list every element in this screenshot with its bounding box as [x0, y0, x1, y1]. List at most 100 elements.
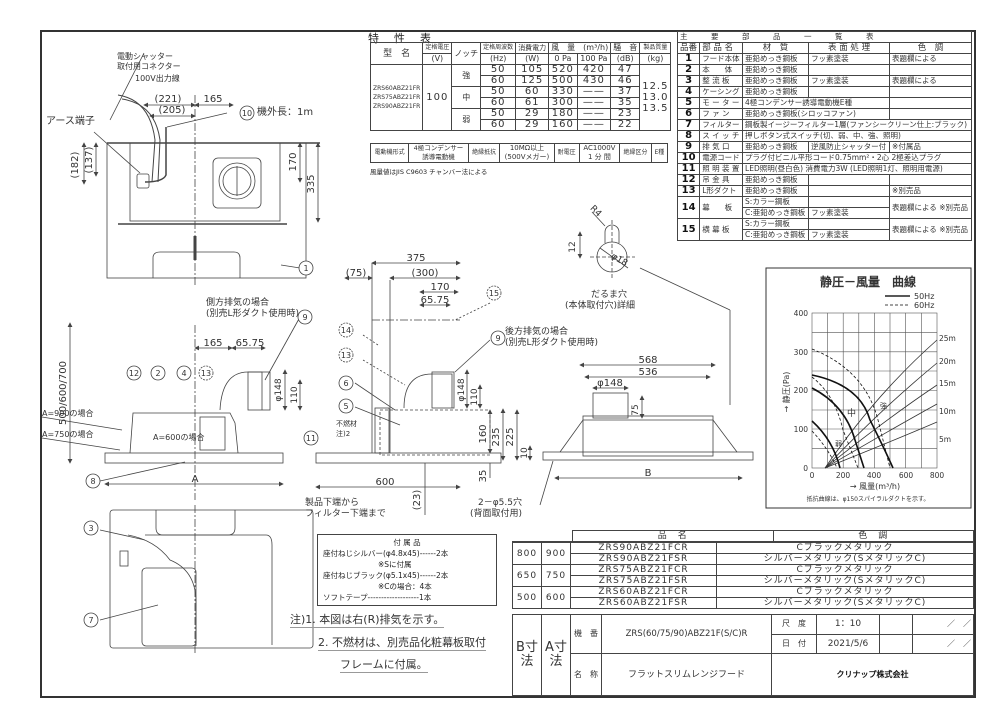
label-a750: A=750の場合 — [42, 429, 93, 439]
product-color: シルバーメタリック(SメタリックC) — [715, 575, 975, 587]
parts-table: 主 要 部 品 一 覧 表 品番 部 品 名 材 質 表 面 処 理 色 調 1… — [676, 31, 972, 241]
accessories-title: 付 属 品 — [393, 538, 421, 547]
callout-2: 2 — [155, 369, 160, 378]
model-row: 800 900 ZRS90ABZ21FCR Cブラックメタリック — [512, 542, 975, 565]
withstand-label: 耐電圧 — [553, 143, 580, 163]
airflow-value: 160 — [548, 119, 578, 131]
label-filter-distance: 製品下端から — [305, 496, 359, 508]
top-view-body — [106, 142, 307, 279]
product-color: Cブラックメタリック — [715, 564, 975, 576]
label-mount-holes-2: (背面取付用) — [470, 507, 522, 519]
name-label: 名 称 — [570, 653, 602, 696]
callout-10: 10 — [242, 109, 252, 118]
xtick: 400 — [867, 471, 882, 480]
dim-300: (300) — [412, 268, 439, 279]
label-earth-terminal: アース端子 — [46, 114, 95, 127]
dim-110-front: 110 — [290, 386, 300, 403]
motor-label: 電動機形式 — [369, 143, 410, 163]
dim-23: (23) — [412, 490, 423, 511]
col-color-tone: 色 調 — [772, 530, 974, 542]
label-a900: A=900の場合 — [42, 408, 93, 418]
dim-75-rear: 75 — [631, 404, 641, 415]
model-name: ZRS75ABZ21FR — [373, 94, 421, 101]
product-name: ZRS75ABZ21FSR — [570, 575, 717, 587]
label-side-exhaust: 側方排気の場合 — [206, 296, 269, 308]
weight-value: 13.0 — [642, 92, 669, 103]
callout-15: 15 — [489, 289, 499, 298]
label-a600: A=600の場合 — [153, 432, 204, 442]
spec-table-title: 特 性 表 — [368, 32, 433, 45]
front-view-hood — [104, 452, 284, 464]
note-1: 注)1. 本図は右(R)排気を示す。 — [290, 613, 445, 628]
dim-b: B — [645, 468, 652, 479]
accessory-line: ※Sに付属 — [378, 560, 412, 569]
model-row: 500 600 ZRS60ABZ21FCR Cブラックメタリック — [512, 586, 975, 609]
noise-value: 22 — [610, 119, 641, 131]
dim-6575-side: 65.75 — [421, 295, 450, 306]
model-row: ZRS60ABZ21FSR シルバーメタリック(SメタリックC) — [513, 597, 975, 609]
resistance-25m: 25m — [939, 334, 956, 343]
a-dim-label: A寸法 — [541, 614, 571, 696]
model-row: ZRS75ABZ21FSR シルバーメタリック(SメタリックC) — [513, 575, 975, 587]
callout-11: 11 — [306, 434, 316, 443]
models-table: 品 名 色 調 — [512, 530, 974, 542]
withstand-value-2: 1 分 間 — [587, 153, 611, 161]
class-value: E種 — [650, 143, 669, 163]
ytick: 400 — [794, 309, 809, 318]
a-dim: 600 — [541, 586, 571, 609]
dim-phi148-side: φ148 — [457, 378, 467, 401]
insulation-value-1: 10MΩ以上 — [509, 144, 545, 152]
callout-5: 5 — [343, 402, 348, 411]
part-no: 13 — [676, 185, 701, 197]
voltage-value: 100 — [422, 64, 453, 131]
callout-4: 4 — [181, 369, 186, 378]
ytick: 0 — [803, 464, 808, 473]
dim-170-side: 170 — [430, 282, 449, 293]
model-row: ZRS90ABZ21FSR シルバーメタリック(SメタリックC) — [513, 553, 975, 565]
product-color: シルバーメタリック(SメタリックC) — [715, 597, 975, 609]
callout-13: 13 — [201, 369, 211, 378]
spec-footer: 電動機形式 4極コンデンサー誘導電動機 絶縁抵抗 10MΩ以上(500Vメガー)… — [369, 143, 669, 163]
label-noncombustible-2: 注)2 — [336, 429, 350, 438]
accessory-line: ※Cの場合：4本 — [378, 582, 432, 591]
accessories-box: 付 属 品 座付ねじシルバー(φ4.8x45)------2本 ※Sに付属 座付… — [317, 534, 497, 606]
label-output-line: 100V出力線 — [135, 73, 180, 83]
label-cord-length: 機外長：1m — [257, 105, 313, 118]
part-row: C:亜鉛めっき鋼板フッ素塗装 — [678, 229, 972, 241]
dim-205: (205) — [159, 105, 186, 116]
chart-xlabel: → 風量(m³/h) — [850, 482, 900, 491]
dim-165: 165 — [203, 94, 222, 105]
col-product-name: 品 名 — [572, 530, 774, 542]
static-pressure-airflow-chart: 静圧－風量 曲線 50Hz 60Hz — [765, 267, 972, 509]
dim-6575-front: 65.75 — [236, 338, 265, 349]
callout-3: 3 — [88, 524, 93, 533]
dim-75-side: (75) — [346, 268, 367, 279]
xtick: 600 — [899, 471, 914, 480]
model-number-label: 機 番 — [570, 614, 602, 654]
callout-8: 8 — [90, 477, 95, 486]
chart-footnote: 抵抗曲線は、φ150スパイラルダクトを示す。 — [807, 495, 930, 503]
callout-9: 9 — [302, 313, 307, 322]
notch-label-medium: 中 — [847, 407, 856, 419]
resistance-5m: 5m — [939, 435, 951, 444]
scale-label: 尺 度 — [771, 614, 817, 635]
dim-phi148-front: φ148 — [274, 378, 284, 401]
company-name: クリナップ株式会社 — [771, 653, 974, 696]
product-name: ZRS90ABZ21FSR — [570, 553, 717, 565]
dim-phi148-rear: φ148 — [597, 378, 623, 389]
dim-600: 600 — [375, 477, 394, 488]
accessory-line: 座付ねじブラック(φ5.1x45)------2本 — [323, 571, 449, 580]
callout-12: 12 — [129, 369, 139, 378]
model-name: ZRS60ABZ21FR — [373, 85, 421, 92]
drawing-frame — [40, 30, 976, 698]
dim-568: 568 — [638, 355, 657, 366]
a-dim: 750 — [541, 564, 571, 587]
note-2: 2. 不燃材は、別売品化粧幕板取付 — [318, 636, 486, 651]
part-material: C:亜鉛めっき鋼板 — [742, 229, 810, 241]
dim-225: 225 — [505, 427, 516, 446]
chart-title: 静圧－風量 曲線 — [820, 274, 916, 289]
